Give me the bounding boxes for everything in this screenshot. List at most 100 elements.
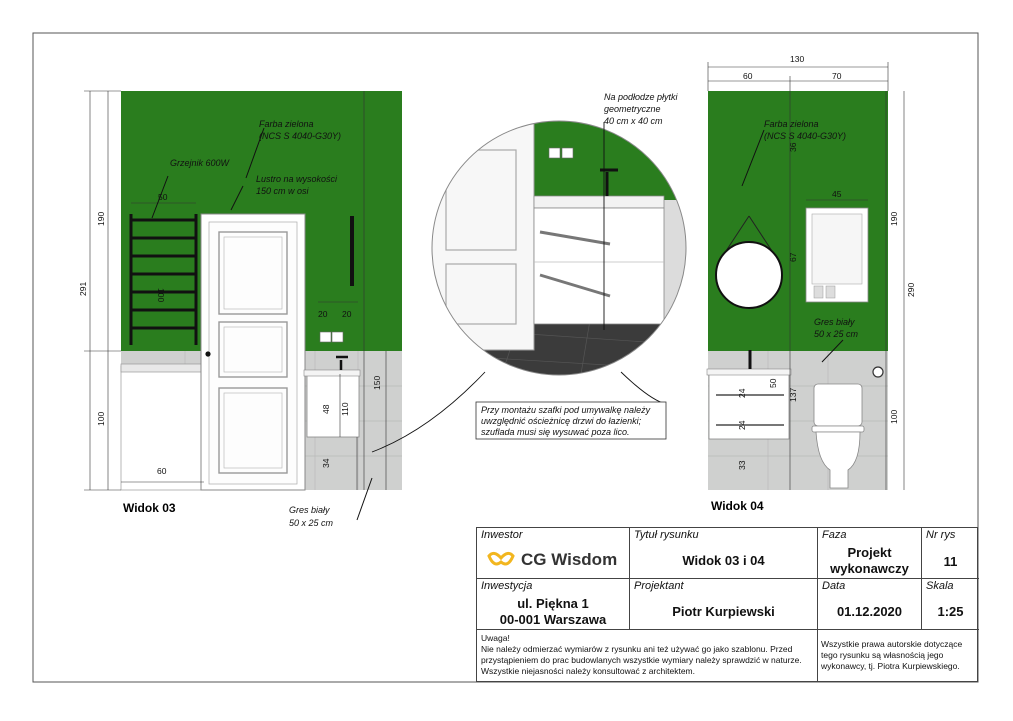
dim-right-100: 100 [889,410,899,424]
dim-150: 150 [372,376,382,390]
vanity-top-right [706,368,792,376]
investment-label: Inwestycja [481,580,533,592]
warning-line-2: Nie należy odmierzać wymiarów z rysunku … [481,644,793,654]
copyright-cell: Wszystkie prawa autorskie dotyczące tego… [818,630,979,681]
socket-1 [319,331,332,343]
tiles-note-left-2: 50 x 25 cm [289,518,334,528]
scale-value: 1:25 [937,604,964,619]
designer-name: Piotr Kurpiewski [672,604,775,619]
phase-line-2: wykonawczy [830,561,909,576]
drawing-title-label: Tytuł rysunku [634,529,699,541]
cabinet-note-box [475,401,667,440]
vanity-cabinet-left [306,373,360,438]
sheet-number-label: Nr rys [926,529,956,541]
radiator-ladder [129,214,198,345]
designer-cell: Projektant Piotr Kurpiewski [630,579,818,630]
copyright-line-2: tego rysunku są własnością jego [821,650,944,660]
mirror-strap-right [748,215,773,252]
mirror-note-1: Lustro na wysokości [256,174,338,184]
faucet-left-icon [336,355,348,370]
dim-290: 290 [906,283,916,297]
scale-label: Skala [926,580,954,592]
dim-radiator-100: 100 [156,288,166,302]
warning-line-4: Wszystkie niejasności należy konsultować… [481,666,695,676]
address-line-1: ul. Piękna 1 [517,596,589,611]
warning-cell: Uwaga! Nie należy odmierzać wymiarów z r… [477,630,818,681]
radiator-note: Grzejnik 600W [170,158,231,168]
investor-label: Inwestor [481,529,523,541]
dim-100: 100 [96,412,106,426]
sheet-number: 11 [943,554,958,569]
dim-130: 130 [790,54,804,64]
toilet [811,383,865,489]
dim-67: 67 [788,252,798,262]
dim-34: 34 [321,458,331,468]
paint-note-left-1: Farba zielona [259,119,314,129]
shelf-item-1 [813,285,824,299]
paint-note-right-2: (NCS S 4040-G30Y) [764,131,846,141]
dim-190: 190 [96,212,106,226]
toilet-paper-holder [872,366,884,378]
investor-cell: Inwestor CG Wisdom [477,528,630,579]
wall-cabinet-door [811,213,863,285]
mirror-strap-left [725,215,750,252]
leader-lines-left [151,127,373,521]
floor-note-1: Na podłodze płytki [604,92,679,102]
dim-right-190: 190 [889,212,899,226]
elevation-view-04 [706,62,905,490]
dim-70: 70 [832,71,842,81]
dim-48: 48 [321,404,331,414]
tiles-note-right-2: 50 x 25 cm [814,329,859,339]
dim-60: 60 [157,466,167,476]
sheet-frame [32,32,979,683]
mirror-edge [350,216,354,286]
investment-cell: Inwestycja ul. Piękna 1 00-001 Warszawa [477,579,630,630]
sheet-number-cell: Nr rys 11 [922,528,979,579]
dim-33: 33 [737,460,747,470]
cabinet-note-1: Przy montażu szafki pod umywalkę należy [481,405,651,415]
paint-note-left-2: (NCS S 4040-G30Y) [259,131,341,141]
date-label: Data [822,580,846,592]
dim-20a: 20 [318,309,328,319]
socket-2 [331,331,344,343]
dim-36: 36 [788,142,798,152]
floor-note-2: geometryczne [604,104,661,114]
scale-cell: Skala 1:25 [922,579,979,630]
copyright-line-1: Wszystkie prawa autorskie dotyczące [821,639,963,649]
title-block: Inwestor CG Wisdom Tytuł rysunku Widok 0… [476,527,979,682]
dim-right-50: 50 [768,378,778,388]
leader-lines-right [741,129,844,363]
dim-50: 50 [158,192,168,202]
dim-20b: 20 [342,309,352,319]
copyright-line-3: wykonawcy, tj. Piotra Kurpiewskiego. [821,661,960,671]
dim-45: 45 [832,189,842,199]
date-value: 01.12.2020 [836,604,903,619]
vanity-top-left [303,369,361,377]
warning-line-3: przystąpieniem do prac budowlanych wszys… [481,655,802,665]
dim-137: 137 [788,388,798,402]
tiles-note-left-1: Gres biały [289,505,330,515]
designer-label: Projektant [634,580,684,592]
round-mirror [715,241,783,309]
dim-291: 291 [78,282,88,296]
company-logo: CG Wisdom [487,550,617,570]
drawing-title: Widok 03 i 04 [682,553,765,568]
shelf-item-2 [825,285,836,299]
dimension-lines-right [707,62,905,490]
phase-line-1: Projekt [847,545,892,560]
dim-24b: 24 [737,420,747,430]
dim-24a: 24 [737,388,747,398]
tiles-note-right-1: Gres biały [814,317,855,327]
dim-right-60: 60 [743,71,753,81]
logo-text: CG Wisdom [521,550,618,569]
dimension-lines-left [84,90,387,491]
date-cell: Data 01.12.2020 [818,579,922,630]
detail-circle [431,120,687,376]
cabinet-note-2: uwzględnić ościeżnicę drzwi do łazienki; [481,416,642,426]
view-03-title: Widok 03 [123,501,176,515]
phase-label: Faza [822,529,847,541]
bathtub-front [120,365,205,491]
dim-110: 110 [340,402,350,416]
bathtub-rim [120,363,205,373]
